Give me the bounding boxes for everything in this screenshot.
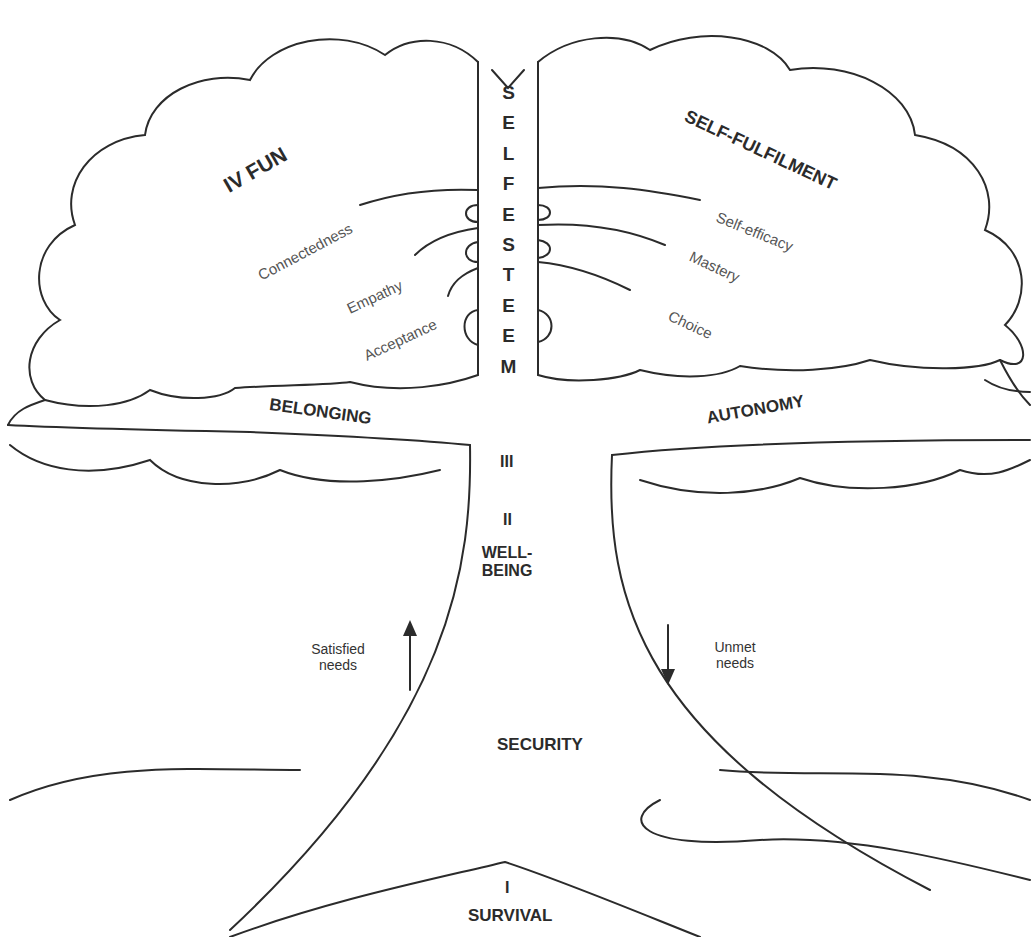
inner-bump: [465, 310, 479, 345]
inner-branch: [538, 262, 630, 290]
level-heading: SURVIVAL: [468, 906, 552, 926]
inner-bump: [538, 310, 552, 342]
branch-heading: BELONGING: [268, 395, 373, 429]
need-label: Mastery: [687, 248, 743, 286]
branch-heading: AUTONOMY: [705, 392, 806, 428]
ground-line: [10, 769, 300, 800]
vertical-heading: SELF ESTEEM: [499, 78, 518, 382]
crown-outline: [8, 39, 478, 425]
up-arrow: [409, 630, 411, 690]
root: [230, 862, 700, 937]
need-label: Choice: [666, 307, 716, 342]
inner-bump: [538, 240, 550, 258]
level-heading: IV FUN: [220, 142, 292, 197]
ground-line: [720, 770, 1030, 800]
crown-outline: [538, 36, 1023, 364]
level-heading: SECURITY: [497, 735, 583, 755]
up-arrowhead: [403, 620, 417, 636]
trunk-divider: [477, 62, 479, 375]
down-arrowhead: [661, 669, 675, 685]
level-heading: SELF-FULFILMENT: [681, 106, 839, 194]
arrow-caption: Unmet needs: [704, 639, 766, 671]
root: [641, 800, 1030, 880]
branch: [8, 425, 470, 445]
arrow-caption: Satisfied needs: [302, 641, 374, 673]
need-label: Self-efficacy: [714, 208, 796, 255]
crown-lobes: [45, 375, 478, 406]
branch-tip: [1000, 360, 1030, 405]
need-label: Connectedness: [255, 220, 355, 284]
need-label: Acceptance: [361, 315, 439, 364]
trunk: [230, 445, 470, 930]
branch-tip: [985, 380, 1030, 392]
level-number: III: [500, 453, 513, 471]
level-heading: WELL-BEING: [471, 544, 543, 581]
inner-bump: [466, 242, 478, 262]
need-label: Empathy: [344, 276, 405, 317]
level-number: I: [505, 879, 509, 897]
inner-branch: [538, 186, 700, 200]
inner-bump: [538, 205, 550, 220]
down-arrow: [667, 625, 669, 675]
inner-branch: [360, 190, 478, 205]
inner-branch: [538, 224, 665, 245]
lower-foliage: [10, 445, 440, 484]
inner-branch: [448, 268, 478, 296]
inner-bump: [466, 205, 478, 222]
trunk-divider: [537, 62, 539, 375]
trunk: [611, 455, 930, 890]
branch: [612, 440, 1030, 455]
crown-lobes: [538, 360, 1000, 380]
level-number: II: [503, 511, 512, 529]
lower-foliage: [640, 460, 1030, 493]
inner-branch: [415, 228, 478, 255]
